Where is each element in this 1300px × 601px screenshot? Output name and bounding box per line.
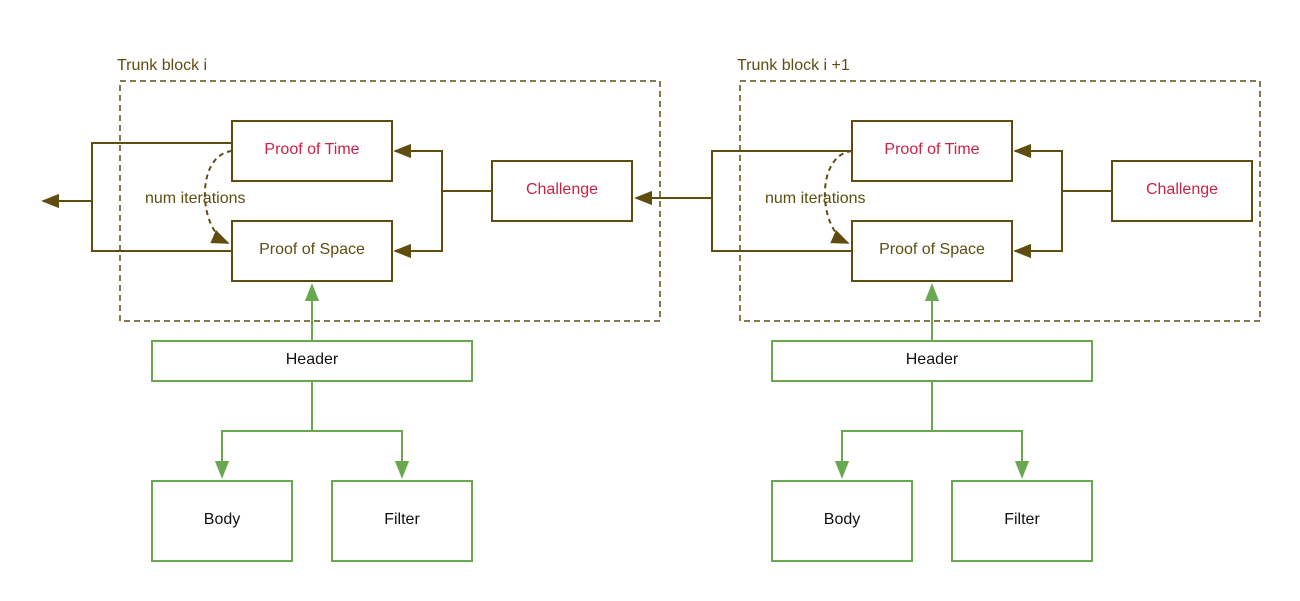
header-branch-line-right bbox=[312, 430, 410, 479]
block-title: Trunk block i +1 bbox=[737, 57, 850, 74]
body-label: Body bbox=[824, 511, 860, 528]
proof-of-space-label: Proof of Space bbox=[259, 241, 365, 258]
output-bracket-line bbox=[711, 150, 852, 252]
header-label: Header bbox=[906, 351, 959, 368]
challenge-branch-line bbox=[1013, 143, 1112, 192]
filter-label: Filter bbox=[1004, 511, 1040, 528]
body-node[interactable]: Body bbox=[771, 480, 913, 562]
header-branch-line-right bbox=[932, 430, 1030, 479]
num-iterations-label: num iterations bbox=[145, 190, 246, 207]
challenge-label: Challenge bbox=[526, 181, 598, 198]
header-label: Header bbox=[286, 351, 339, 368]
challenge-branch-line-lower bbox=[1013, 191, 1063, 259]
challenge-node[interactable]: Challenge bbox=[1111, 160, 1253, 222]
challenge-branch-line-lower bbox=[393, 191, 443, 259]
block-title: Trunk block i bbox=[117, 57, 207, 74]
challenge-node[interactable]: Challenge bbox=[491, 160, 633, 222]
filter-label: Filter bbox=[384, 511, 420, 528]
header-branch-line bbox=[834, 381, 933, 479]
output-bracket-line bbox=[91, 142, 232, 252]
proof-of-space-label: Proof of Space bbox=[879, 241, 985, 258]
proof-of-time-node[interactable]: Proof of Time bbox=[231, 120, 393, 182]
challenge-label: Challenge bbox=[1146, 181, 1218, 198]
block-dashed-boundary bbox=[739, 80, 1261, 322]
num-iterations-label: num iterations bbox=[765, 190, 866, 207]
header-node[interactable]: Header bbox=[151, 340, 473, 382]
filter-node[interactable]: Filter bbox=[331, 480, 473, 562]
challenge-branch-line bbox=[393, 143, 492, 192]
block-dashed-boundary bbox=[119, 80, 661, 322]
num-iterations-dashed-arrow bbox=[823, 150, 853, 244]
proof-of-time-label: Proof of Time bbox=[884, 141, 979, 158]
num-iterations-dashed-arrow bbox=[203, 150, 233, 244]
proof-of-time-node[interactable]: Proof of Time bbox=[851, 120, 1013, 182]
header-branch-line bbox=[214, 381, 313, 479]
trunk-block-i-plus-1: Trunk block i +1 Proof of Time Proof of … bbox=[634, 57, 1261, 562]
proof-of-time-label: Proof of Time bbox=[264, 141, 359, 158]
header-node[interactable]: Header bbox=[771, 340, 1093, 382]
proof-of-space-node[interactable]: Proof of Space bbox=[851, 220, 1013, 282]
proof-of-space-node[interactable]: Proof of Space bbox=[231, 220, 393, 282]
body-node[interactable]: Body bbox=[151, 480, 293, 562]
body-label: Body bbox=[204, 511, 240, 528]
trunk-block-i: Trunk block i Proof of Time Proof of Spa… bbox=[41, 57, 661, 562]
filter-node[interactable]: Filter bbox=[951, 480, 1093, 562]
